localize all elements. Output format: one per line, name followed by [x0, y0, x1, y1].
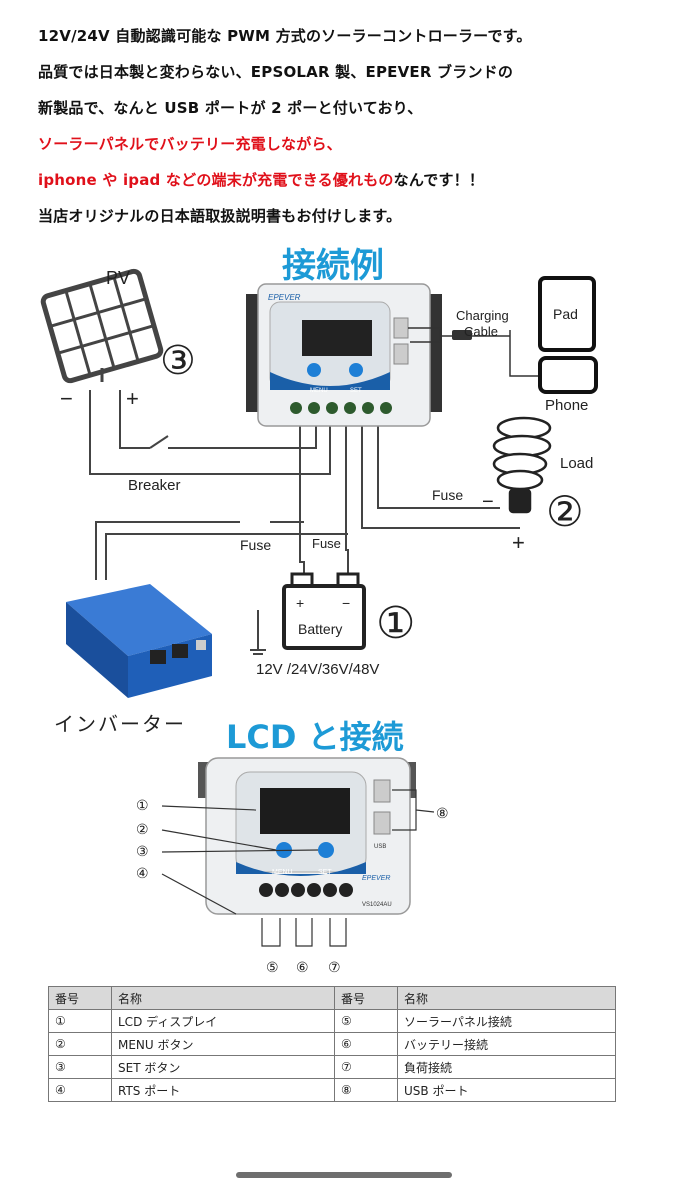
- battery-icon: [282, 572, 366, 650]
- callout-4: ④: [136, 865, 149, 881]
- fuse-inverter-label: Fuse: [240, 537, 271, 553]
- table-cell: ソーラーパネル接続: [397, 1009, 616, 1033]
- table-header: 番号: [48, 986, 112, 1010]
- solar-controller: [246, 283, 442, 427]
- pv-minus: −: [60, 386, 73, 411]
- table-header: 名称: [397, 986, 616, 1010]
- pv-panel: [40, 268, 164, 384]
- lcd-diagram-title: LCD と接続: [226, 718, 404, 756]
- wiring: [89, 390, 520, 650]
- intro-line-6: 当店オリジナルの日本語取扱説明書もお付けします。: [38, 207, 402, 225]
- pv-plus: +: [126, 386, 139, 411]
- phone-device: [538, 356, 598, 394]
- table-cell: ①: [48, 1009, 112, 1033]
- charging-cable-label-1: Charging: [456, 308, 509, 323]
- table-row: ② MENU ボタン ⑥ バッテリー接続: [48, 1032, 616, 1056]
- pv-number: ③: [160, 339, 196, 383]
- load-plus: +: [512, 530, 525, 555]
- controller-set-label: SET: [350, 388, 362, 394]
- load-bulb-icon: [492, 416, 552, 514]
- fuse-load-label: Fuse: [432, 487, 463, 503]
- callout-7: ⑦: [328, 959, 341, 975]
- connection-diagram: PV ③ − + Breaker EPEVER MENU SET Chargin…: [40, 268, 598, 698]
- intro-line-5-black: なんです！！: [393, 171, 485, 189]
- callout-2: ②: [136, 821, 149, 837]
- callout-3: ③: [136, 843, 149, 859]
- charging-cable-label-2: Cable: [464, 324, 498, 339]
- table-cell: RTS ポート: [111, 1078, 335, 1102]
- table-header-row: 番号 名称 番号 名称: [48, 986, 616, 1010]
- lcd-usb-label: USB: [374, 844, 386, 850]
- table-cell: SET ボタン: [111, 1055, 335, 1079]
- load-minus: −: [482, 491, 494, 513]
- load-label: Load: [560, 455, 593, 472]
- table-header: 名称: [111, 986, 335, 1010]
- callout-8: ⑧: [436, 805, 449, 821]
- load-number: ②: [546, 488, 584, 535]
- callout-1: ①: [136, 797, 149, 813]
- lcd-controller: [198, 757, 416, 915]
- battery-minus: −: [342, 595, 350, 611]
- controller-menu-label: MENU: [310, 388, 328, 394]
- breaker-switch: [149, 435, 169, 449]
- table-cell: ④: [48, 1078, 112, 1102]
- callout-6: ⑥: [296, 959, 309, 975]
- lcd-set-label: SET: [318, 869, 332, 876]
- inverter-label: インバーター: [54, 714, 186, 736]
- table-cell: ②: [48, 1032, 112, 1056]
- table-row: ③ SET ボタン ⑦ 負荷接続: [48, 1055, 616, 1079]
- controller-brand: EPEVER: [268, 293, 301, 302]
- table-row: ④ RTS ポート ⑧ USB ポート: [48, 1078, 616, 1102]
- lcd-menu-label: MENU: [272, 869, 293, 876]
- battery-plus: +: [296, 595, 304, 611]
- table-cell: ③: [48, 1055, 112, 1079]
- table-cell: 負荷接続: [397, 1055, 616, 1079]
- intro-line-5-red: iphone や ipad などの端末が充電できる優れもの: [38, 171, 394, 189]
- callout-5: ⑤: [266, 959, 279, 975]
- lcd-diagram: MENU SET USB VS1024AU EPEVER ① ② ③ ④ ⑤ ⑥…: [136, 757, 449, 975]
- battery-number: ①: [376, 599, 415, 648]
- pv-label: PV: [106, 268, 130, 288]
- intro-line-5: iphone や ipad などの端末が充電できる優れものなんです！！: [38, 162, 678, 198]
- intro-line-1: 12V/24V 自動認識可能な PWM 方式のソーラーコントローラーです。: [38, 27, 532, 45]
- table-cell: ⑥: [334, 1032, 398, 1056]
- fuse-battery-label: Fuse: [312, 536, 341, 551]
- table-cell: ⑧: [334, 1078, 398, 1102]
- table-row: ① LCD ディスプレイ ⑤ ソーラーパネル接続: [48, 1009, 616, 1033]
- intro-line-2: 品質では日本製と変わらない、EPSOLAR 製、EPEVER ブランドの: [38, 63, 514, 81]
- connection-diagram-title: 接続例: [282, 246, 384, 286]
- table-cell: USB ポート: [397, 1078, 616, 1102]
- parts-table: 番号 名称 番号 名称 ① LCD ディスプレイ ⑤ ソーラーパネル接続 ② M…: [48, 986, 616, 1102]
- inverter-image: [66, 584, 212, 698]
- breaker-label: Breaker: [128, 477, 181, 494]
- phone-label: Phone: [545, 397, 588, 414]
- table-cell: MENU ボタン: [111, 1032, 335, 1056]
- pad-label: Pad: [553, 306, 578, 322]
- intro-line-4: ソーラーパネルでバッテリー充電しながら、: [38, 135, 342, 153]
- table-cell: ⑤: [334, 1009, 398, 1033]
- intro-line-3: 新製品で、なんと USB ポートが 2 ポーと付いており、: [38, 99, 423, 117]
- lcd-model-label: VS1024AU: [362, 902, 392, 908]
- table-cell: ⑦: [334, 1055, 398, 1079]
- pad-device: [538, 276, 596, 352]
- intro-text: 12V/24V 自動認識可能な PWM 方式のソーラーコントローラーです。 品質…: [38, 18, 678, 234]
- lcd-brand-label: EPEVER: [362, 875, 390, 882]
- battery-voltage: 12V /24V/36V/48V: [256, 661, 379, 678]
- table-cell: バッテリー接続: [397, 1032, 616, 1056]
- battery-label: Battery: [298, 621, 342, 637]
- table-header: 番号: [334, 986, 398, 1010]
- table-cell: LCD ディスプレイ: [111, 1009, 335, 1033]
- home-indicator[interactable]: [236, 1172, 452, 1178]
